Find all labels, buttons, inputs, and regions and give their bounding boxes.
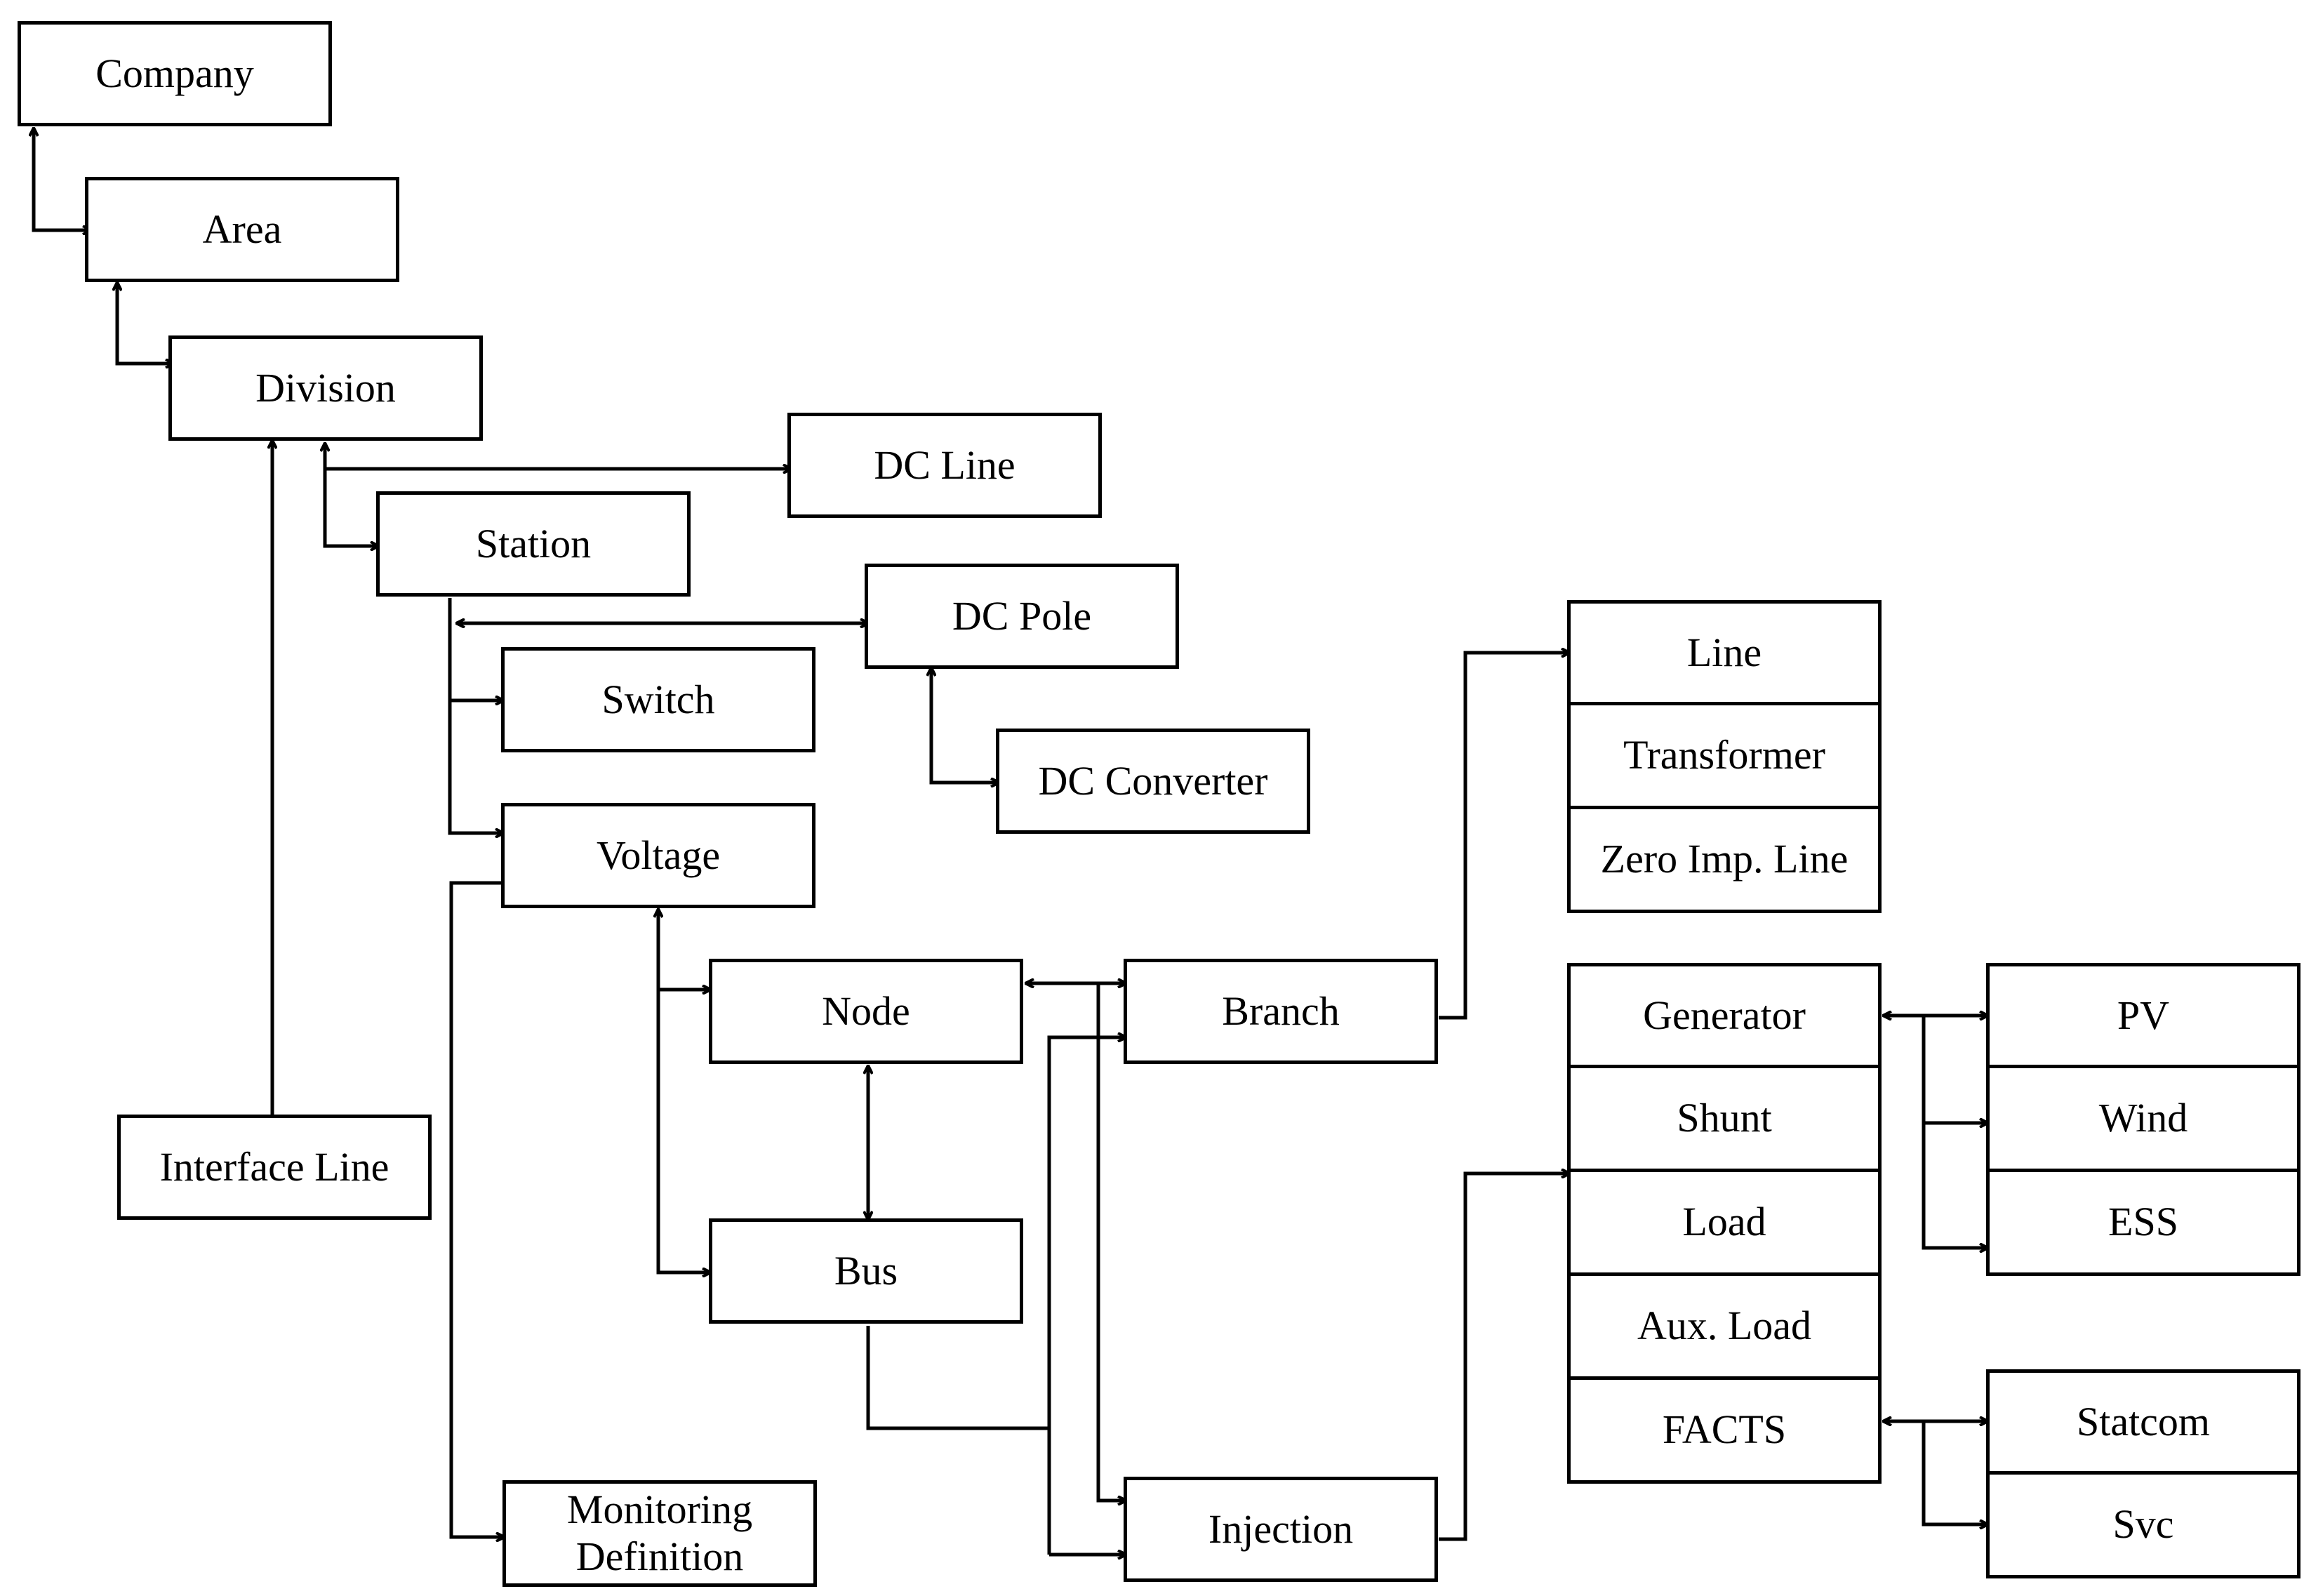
facts-type-statcom-box: Statcom: [1986, 1369, 2300, 1475]
injection-type-facts-label: FACTS: [1662, 1407, 1787, 1453]
dc-converter-label: DC Converter: [1038, 757, 1268, 804]
generator-type-ess-label: ESS: [2108, 1199, 2178, 1245]
station-label: Station: [475, 520, 592, 566]
connector-node-injection: [1096, 983, 1126, 1501]
dc-pole-box: DC Pole: [865, 564, 1179, 669]
injection-type-shunt-box: Shunt: [1567, 1068, 1882, 1172]
connector-division-station: [325, 443, 379, 546]
facts-type-statcom-label: Statcom: [2076, 1398, 2211, 1444]
connector-dcpole-dcconverter: [931, 667, 999, 783]
generator-type-pv-label: PV: [2117, 992, 2170, 1038]
generator-type-pv-box: PV: [1986, 963, 2300, 1068]
connector-station-switch-voltage: [448, 598, 504, 835]
branch-type-line-label: Line: [1686, 629, 1762, 675]
voltage-label: Voltage: [596, 832, 721, 878]
bus-box: Bus: [709, 1218, 1023, 1324]
dc-pole-label: DC Pole: [952, 592, 1092, 639]
switch-label: Switch: [601, 676, 715, 722]
injection-type-aux-load-box: Aux. Load: [1567, 1276, 1882, 1380]
dc-converter-box: DC Converter: [996, 729, 1310, 834]
dc-line-box: DC Line: [787, 413, 1102, 518]
area-label: Area: [202, 206, 282, 252]
connector-facts-svc: [1922, 1421, 1988, 1524]
connector-voltage-monitoring: [449, 881, 505, 1537]
monitoring-definition-label-line1: Monitoring: [566, 1487, 753, 1533]
branch-type-zero-imp-line-label: Zero Imp. Line: [1600, 836, 1849, 882]
connector-branch-linegroup: [1439, 653, 1570, 1020]
injection-type-shunt-label: Shunt: [1677, 1095, 1772, 1141]
connector-voltage-node-bus: [658, 909, 711, 1272]
branch-type-transformer-box: Transformer: [1567, 705, 1882, 809]
interface-line-box: Interface Line: [117, 1115, 432, 1220]
company-box: Company: [18, 21, 332, 126]
company-label: Company: [95, 50, 254, 96]
connector-generator-subtypes: [1922, 1016, 1988, 1248]
node-box: Node: [709, 959, 1023, 1064]
facts-type-svc-box: Svc: [1986, 1475, 2300, 1578]
division-label: Division: [255, 364, 396, 411]
generator-type-ess-box: ESS: [1986, 1172, 2300, 1276]
branch-type-line-box: Line: [1567, 600, 1882, 705]
branch-type-transformer-label: Transformer: [1623, 732, 1825, 778]
injection-type-facts-box: FACTS: [1567, 1380, 1882, 1484]
connector-injection-group: [1439, 1173, 1570, 1541]
switch-box: Switch: [501, 647, 815, 752]
branch-type-zero-imp-line-box: Zero Imp. Line: [1567, 809, 1882, 913]
voltage-box: Voltage: [501, 803, 815, 908]
injection-type-generator-box: Generator: [1567, 963, 1882, 1068]
injection-type-generator-label: Generator: [1643, 992, 1806, 1038]
monitoring-definition-label-line2: Definition: [575, 1534, 744, 1579]
connector-company-area: [34, 128, 91, 230]
area-box: Area: [85, 177, 399, 282]
injection-type-load-label: Load: [1682, 1199, 1766, 1245]
dc-line-label: DC Line: [874, 441, 1016, 488]
node-label: Node: [822, 987, 910, 1034]
monitoring-definition-box: Monitoring Definition: [502, 1480, 817, 1587]
bus-label: Bus: [834, 1247, 898, 1294]
connector-bus-trunk: [866, 1326, 1049, 1430]
generator-type-wind-label: Wind: [2098, 1095, 2188, 1141]
connector-area-division: [117, 282, 174, 364]
injection-type-load-box: Load: [1567, 1172, 1882, 1276]
branch-label: Branch: [1222, 987, 1340, 1034]
injection-box: Injection: [1124, 1477, 1438, 1582]
interface-line-label: Interface Line: [159, 1143, 389, 1190]
connector-bus-branch: [1047, 1037, 1126, 1555]
injection-type-aux-load-label: Aux. Load: [1637, 1303, 1812, 1349]
division-box: Division: [168, 335, 483, 441]
generator-type-wind-box: Wind: [1986, 1068, 2300, 1172]
injection-label: Injection: [1208, 1505, 1354, 1552]
station-box: Station: [376, 491, 691, 597]
branch-box: Branch: [1124, 959, 1438, 1064]
facts-type-svc-label: Svc: [2112, 1501, 2174, 1548]
